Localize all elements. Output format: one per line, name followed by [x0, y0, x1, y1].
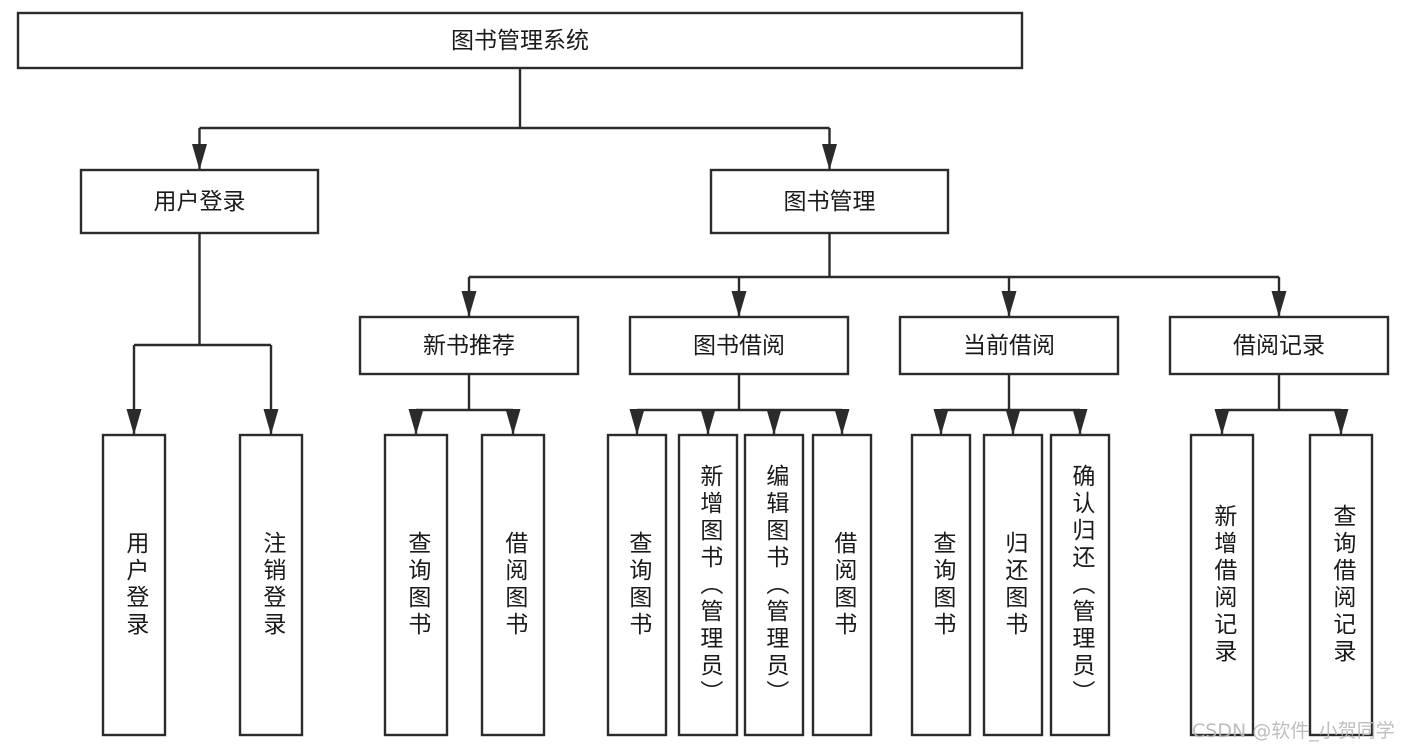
- leaf-注销登录-1-box[interactable]: [238, 433, 304, 737]
- leaf-查询图书-4-box[interactable]: [606, 433, 668, 737]
- book-mgmt-to-level2-arrow-0: [461, 291, 477, 317]
- level2-1-to-leaves-arrow-0: [629, 409, 645, 435]
- level1-用户登录-0-box[interactable]: [79, 168, 320, 235]
- root-图书管理系统-box[interactable]: [16, 11, 1024, 70]
- level2-当前借阅-2-label: 当前借阅: [963, 333, 1055, 359]
- leaf-新增图书管理员-5-box[interactable]: [677, 433, 739, 737]
- level2-当前借阅-2-box[interactable]: [898, 315, 1120, 376]
- level2-3-to-leaves-arrow-1: [1333, 409, 1349, 435]
- level2-2-to-leaves-arrow-2: [1072, 409, 1088, 435]
- level2-2-to-leaves-arrow-1: [1005, 409, 1021, 435]
- leaf-归还图书-9-box[interactable]: [982, 433, 1044, 737]
- level2-0-to-leaves-arrow-0: [408, 409, 424, 435]
- level1-图书管理-1-label: 图书管理: [784, 189, 876, 215]
- level2-2-to-leaves-arrow-0: [933, 409, 949, 435]
- level2-新书推荐-0-label: 新书推荐: [423, 333, 515, 359]
- level2-图书借阅-1-label: 图书借阅: [693, 333, 785, 359]
- leaf-编辑图书管理员-6-box[interactable]: [743, 433, 805, 737]
- csdn-watermark: CSDN @软件_小贺同学: [1192, 720, 1395, 742]
- root-to-level1-arrow-0: [192, 144, 207, 170]
- leaf-借阅图书-3-box[interactable]: [480, 433, 546, 737]
- level2-1-to-leaves-arrow-1: [700, 409, 716, 435]
- leaf-查询借阅记录-12-box[interactable]: [1308, 433, 1374, 737]
- node-box-layer: [16, 11, 1390, 737]
- book-mgmt-to-level2-arrow-2: [1001, 291, 1017, 317]
- level2-3-to-leaves-arrow-0: [1214, 409, 1230, 435]
- level1-用户登录-0-label: 用户登录: [154, 189, 246, 215]
- leaf-查询图书-8-box[interactable]: [910, 433, 972, 737]
- leaf-新增借阅记录-11-box[interactable]: [1189, 433, 1255, 737]
- level2-1-to-leaves-arrow-2: [766, 409, 782, 435]
- book-mgmt-to-level2-arrow-1: [731, 291, 747, 317]
- root-to-level1-arrow-1: [822, 144, 837, 170]
- level2-1-to-leaves-arrow-3: [834, 409, 850, 435]
- connector-layer: [126, 68, 1349, 435]
- book-mgmt-to-level2-arrow-3: [1271, 291, 1287, 317]
- leaf-查询图书-2-box[interactable]: [383, 433, 449, 737]
- level2-新书推荐-0-box[interactable]: [358, 315, 580, 376]
- level1-图书管理-1-box[interactable]: [709, 168, 950, 235]
- level2-图书借阅-1-box[interactable]: [628, 315, 850, 376]
- root-图书管理系统-label: 图书管理系统: [451, 28, 589, 54]
- level2-0-to-leaves-arrow-1: [505, 409, 521, 435]
- user-login-to-leaves-arrow-0: [126, 409, 142, 435]
- leaf-用户登录-0-box[interactable]: [101, 433, 167, 737]
- level2-借阅记录-3-box[interactable]: [1168, 315, 1390, 376]
- leaf-确认归还管理员-10-box[interactable]: [1049, 433, 1111, 737]
- level2-借阅记录-3-label: 借阅记录: [1233, 333, 1325, 359]
- leaf-借阅图书-7-box[interactable]: [811, 433, 873, 737]
- user-login-to-leaves-arrow-1: [263, 409, 279, 435]
